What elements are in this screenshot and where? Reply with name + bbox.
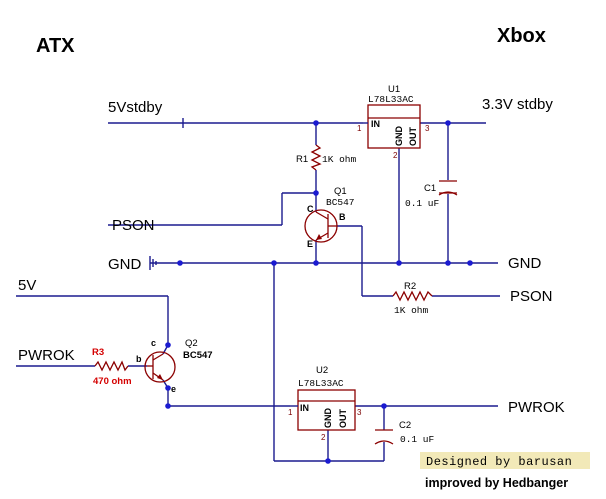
r3-value: 470 ohm xyxy=(93,376,132,387)
net-label-pson-out: PSON xyxy=(510,288,553,305)
net-label-gnd-out: GND xyxy=(508,255,542,272)
c1-value: 0.1 uF xyxy=(405,198,440,209)
resistor-r1: R1 1K ohm xyxy=(296,144,357,171)
regulator-u2: U2 L78L33AC IN GND OUT 1 2 3 xyxy=(288,365,362,442)
u2-pin-out: OUT xyxy=(338,409,348,429)
u1-ref: U1 xyxy=(388,84,400,95)
net-label-5v: 5V xyxy=(18,277,36,294)
q1-part: BC547 xyxy=(326,197,355,208)
q2-pin-e: e xyxy=(171,384,176,394)
q1-ref: Q1 xyxy=(334,186,347,197)
u2-pin-num-3: 3 xyxy=(357,408,362,417)
q1-pin-c: C xyxy=(307,204,314,214)
u2-pin-num-2: 2 xyxy=(321,433,326,442)
u1-pin-gnd: GND xyxy=(394,126,404,147)
u1-pin-num-2: 2 xyxy=(393,151,398,160)
junction-dots xyxy=(165,120,473,464)
net-label-pson-in: PSON xyxy=(112,217,155,234)
credit-designed: Designed by barusan xyxy=(426,455,572,469)
net-label-pwrok-in: PWROK xyxy=(18,347,75,364)
u2-pin-in: IN xyxy=(300,403,309,413)
credit-background xyxy=(420,452,590,469)
q1-pin-e: E xyxy=(307,239,313,249)
r1-value: 1K ohm xyxy=(322,154,357,165)
net-label-gnd-in: GND xyxy=(108,256,142,273)
u2-ref: U2 xyxy=(316,365,328,376)
c2-ref: C2 xyxy=(399,420,411,431)
ground-symbol xyxy=(149,256,157,270)
u1-pin-num-1: 1 xyxy=(357,124,362,133)
capacitor-c1: C1 0.1 uF xyxy=(405,180,458,209)
resistor-r2: R2 1K ohm xyxy=(392,281,433,316)
q2-pin-c: c xyxy=(151,338,156,348)
transistor-q2: Q2 BC547 c b e xyxy=(136,338,213,394)
transistor-q1: Q1 BC547 C B E xyxy=(304,186,355,249)
heading-xbox: Xbox xyxy=(497,25,546,47)
net-label-5vstdby: 5Vstdby xyxy=(108,99,163,116)
u1-part: L78L33AC xyxy=(368,94,414,105)
credit-improved: improved by Hedbanger xyxy=(425,476,568,490)
u1-pin-in: IN xyxy=(371,119,380,129)
r2-value: 1K ohm xyxy=(394,305,429,316)
q2-pin-b: b xyxy=(136,354,142,364)
q2-ref: Q2 xyxy=(185,338,198,349)
q2-part: BC547 xyxy=(183,350,213,361)
heading-atx: ATX xyxy=(36,35,75,57)
regulator-u1: U1 L78L33AC IN GND OUT 1 2 3 xyxy=(357,84,430,160)
net-label-3v3-stdby: 3.3V stdby xyxy=(482,96,553,113)
r2-ref: R2 xyxy=(404,281,416,292)
wires xyxy=(16,118,500,462)
u2-pin-num-1: 1 xyxy=(288,408,293,417)
r1-ref: R1 xyxy=(296,154,308,165)
r3-ref: R3 xyxy=(92,347,104,358)
u1-pin-out: OUT xyxy=(408,127,418,147)
net-label-pwrok-out: PWROK xyxy=(508,399,565,416)
capacitor-c2: C2 0.1 uF xyxy=(374,420,435,445)
u1-pin-num-3: 3 xyxy=(425,124,430,133)
c2-value: 0.1 uF xyxy=(400,434,435,445)
c1-ref: C1 xyxy=(424,183,436,194)
u2-pin-gnd: GND xyxy=(323,408,333,429)
q1-pin-b: B xyxy=(339,212,346,222)
resistor-r3: R3 470 ohm xyxy=(92,347,132,387)
u2-part: L78L33AC xyxy=(298,378,344,389)
